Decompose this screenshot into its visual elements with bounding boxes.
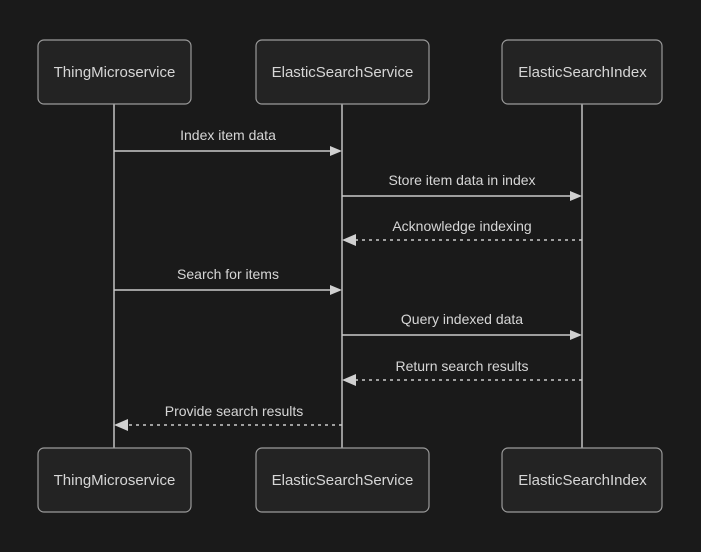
message-return-search-results[interactable]: Return search results — [342, 358, 582, 386]
participant-header-index[interactable]: ElasticSearchIndex — [501, 39, 663, 105]
participant-footer-index[interactable]: ElasticSearchIndex — [501, 447, 663, 513]
participant-box-index-top[interactable] — [501, 39, 663, 105]
participant-label-thing-bottom: ThingMicroservice — [54, 472, 176, 489]
message-label-return-search-results: Return search results — [395, 358, 528, 374]
participant-box-index-bottom[interactable] — [501, 447, 663, 513]
lifelines — [113, 104, 583, 448]
participant-header-thing[interactable]: ThingMicroservice — [37, 39, 192, 105]
message-search-for-items[interactable]: Search for items — [114, 266, 342, 295]
arrowhead-right-search-for-items — [330, 285, 342, 295]
participant-box-service-bottom[interactable] — [255, 447, 430, 513]
message-label-store-item-data-in-index: Store item data in index — [388, 172, 535, 188]
message-index-item-data[interactable]: Index item data — [114, 127, 342, 156]
message-label-provide-search-results: Provide search results — [165, 403, 304, 419]
message-label-acknowledge-indexing: Acknowledge indexing — [392, 218, 531, 234]
message-acknowledge-indexing[interactable]: Acknowledge indexing — [342, 218, 582, 246]
arrowhead-left-provide-search-results — [114, 419, 128, 431]
arrowhead-left-acknowledge-indexing — [342, 234, 356, 246]
message-label-query-indexed-data: Query indexed data — [401, 311, 523, 327]
participant-box-service-top[interactable] — [255, 39, 430, 105]
message-query-indexed-data[interactable]: Query indexed data — [342, 311, 582, 340]
arrowhead-left-return-search-results — [342, 374, 356, 386]
participant-label-index-bottom: ElasticSearchIndex — [518, 472, 647, 489]
participant-label-thing-top: ThingMicroservice — [54, 64, 176, 81]
participant-box-thing-bottom[interactable] — [37, 447, 192, 513]
message-label-index-item-data: Index item data — [180, 127, 276, 143]
participant-label-index-top: ElasticSearchIndex — [518, 64, 647, 81]
participant-header-service[interactable]: ElasticSearchService — [255, 39, 430, 105]
message-provide-search-results[interactable]: Provide search results — [114, 403, 342, 431]
participant-footer-service[interactable]: ElasticSearchService — [255, 447, 430, 513]
arrowhead-right-index-item-data — [330, 146, 342, 156]
arrowhead-right-store-item-data-in-index — [570, 191, 582, 201]
participant-box-thing-top[interactable] — [37, 39, 192, 105]
arrowhead-right-query-indexed-data — [570, 330, 582, 340]
participant-label-service-bottom: ElasticSearchService — [272, 472, 414, 489]
participant-footer-thing[interactable]: ThingMicroservice — [37, 447, 192, 513]
message-label-search-for-items: Search for items — [177, 266, 279, 282]
participant-label-service-top: ElasticSearchService — [272, 64, 414, 81]
message-store-item-data-in-index[interactable]: Store item data in index — [342, 172, 582, 201]
